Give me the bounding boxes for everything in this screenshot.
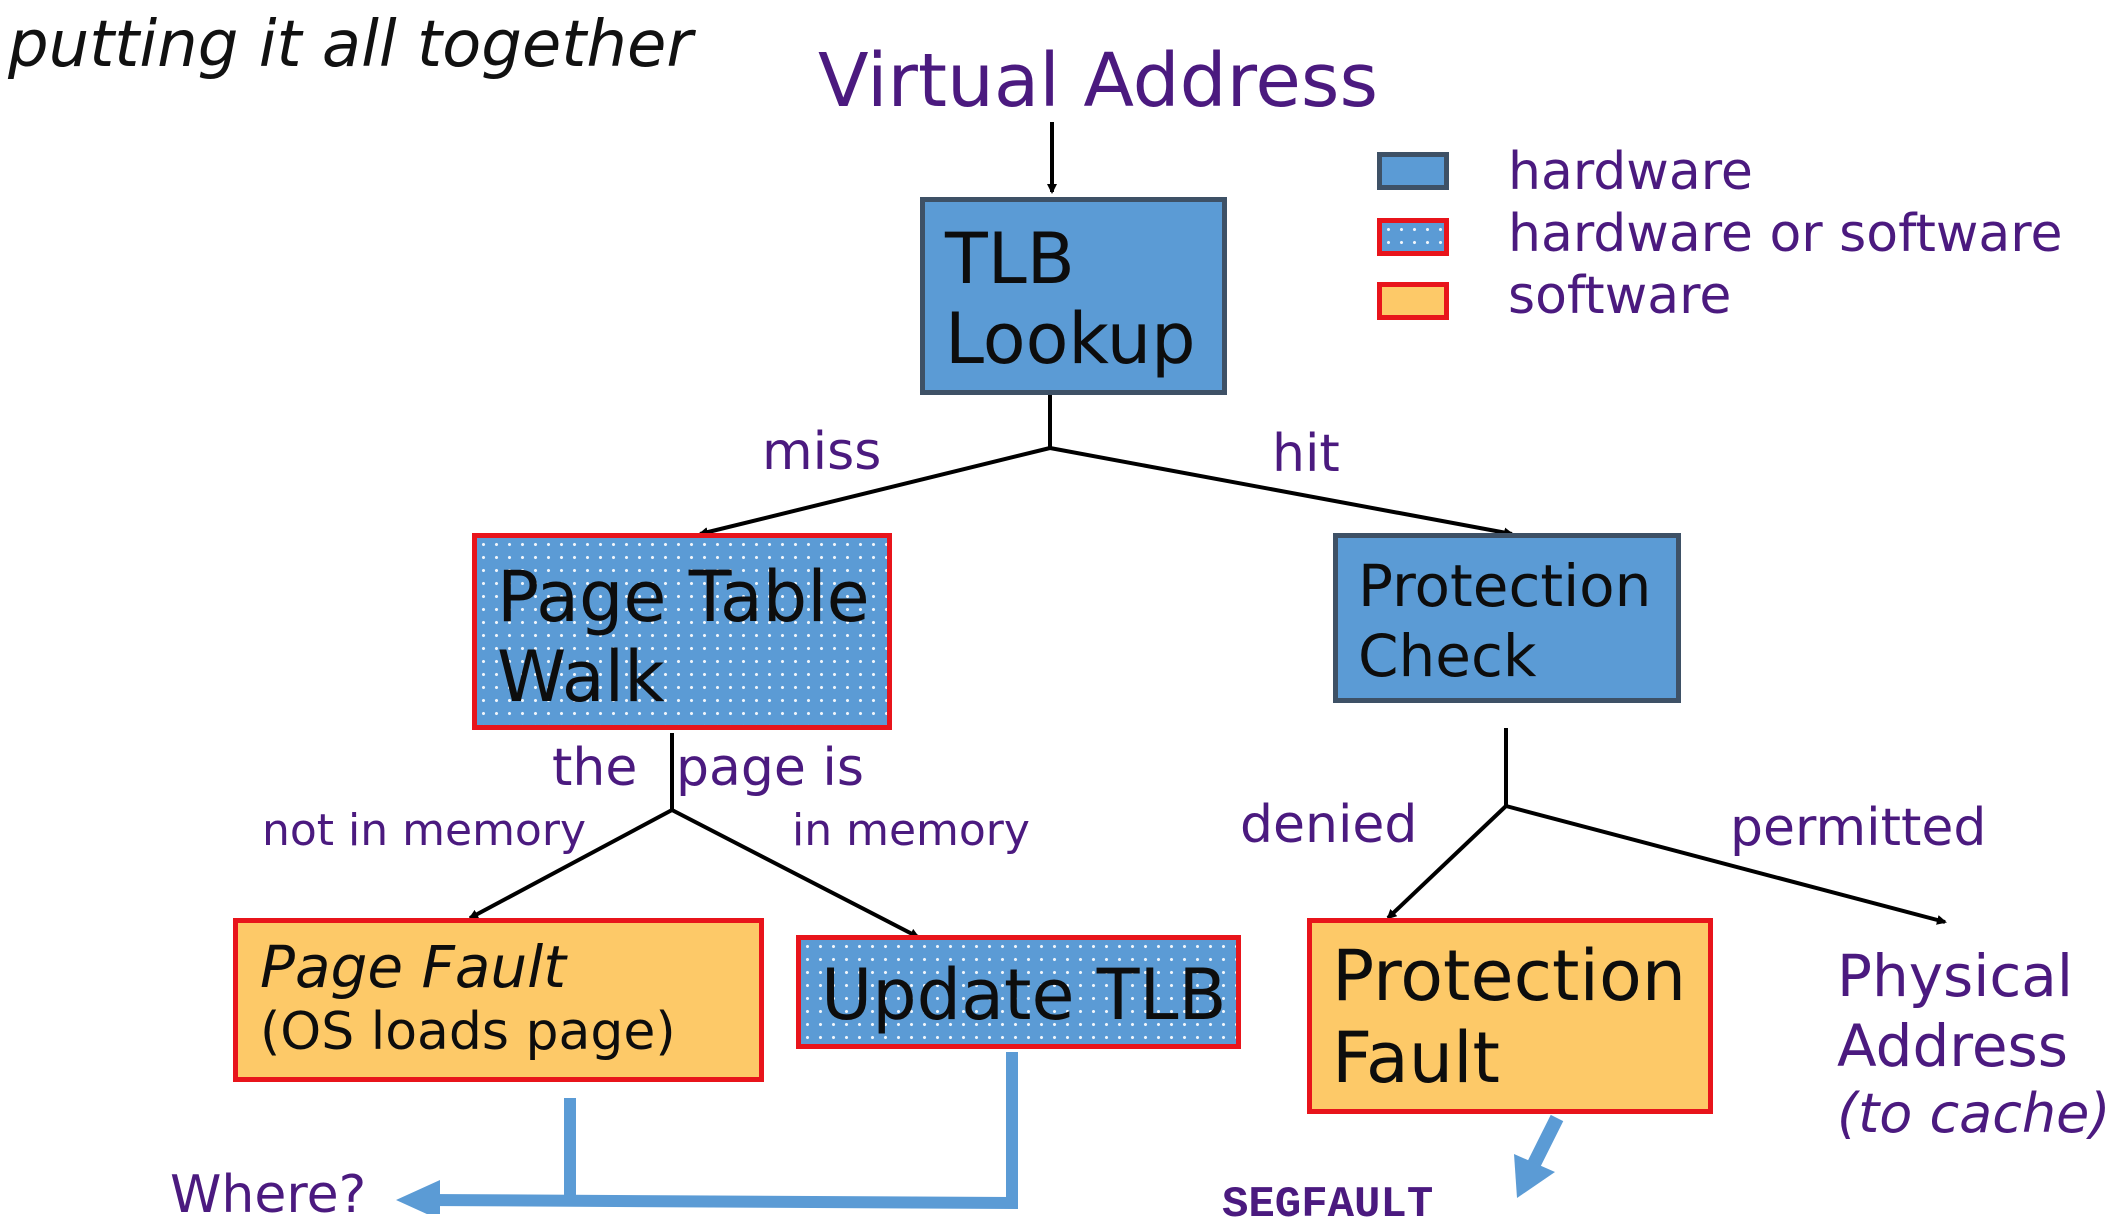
page-fault-line2: (OS loads page) — [260, 1002, 676, 1062]
legend-label-hardware: hardware — [1508, 142, 1753, 202]
arrow-miss — [698, 446, 1051, 537]
protection-fault-line1: Protection — [1332, 935, 1687, 1017]
flow-segfault — [1525, 1114, 1564, 1172]
legend-swatch-hardware — [1377, 152, 1449, 190]
edge-label-miss: miss — [762, 422, 882, 482]
flow-arrowhead-segfault — [1514, 1154, 1555, 1198]
physical-address-note: (to cache) — [1837, 1082, 2111, 1145]
edge-label-not-in-memory: not in memory — [262, 805, 586, 856]
edge-label-in-memory: in memory — [792, 805, 1030, 856]
protection-check-line1: Protection — [1358, 552, 1652, 620]
update-tlb-box: Update TLB — [796, 935, 1241, 1049]
edge-label-the: the — [552, 738, 638, 798]
page-fault-line1: Page Fault — [260, 933, 566, 1001]
page-table-walk-line1: Page Table — [497, 556, 870, 638]
edge-label-hit: hit — [1272, 424, 1340, 484]
page-heading: putting it all together — [8, 8, 693, 82]
tlb-lookup-box: TLB Lookup — [920, 197, 1227, 395]
flow-update-tlb — [424, 1052, 1018, 1210]
protection-check-box: Protection Check — [1333, 533, 1681, 703]
protection-check-line2: Check — [1358, 622, 1537, 690]
protection-fault-line2: Fault — [1332, 1017, 1500, 1099]
legend-swatch-software — [1377, 282, 1449, 320]
legend-label-software: software — [1508, 266, 1732, 326]
protection-fault-box: Protection Fault — [1307, 918, 1713, 1114]
tlb-lookup-line1: TLB — [945, 218, 1075, 300]
segfault-label: SEGFAULT — [1222, 1180, 1434, 1230]
page-table-walk-line2: Walk — [497, 636, 665, 718]
arrow-in-memory — [671, 808, 920, 939]
flow-arrowhead-where — [396, 1180, 440, 1214]
arrow-permitted — [1505, 804, 1947, 925]
physical-address-line1: Physical — [1837, 942, 2073, 1010]
page-table-walk-box: Page Table Walk — [472, 533, 892, 730]
arrow-not-in-memory — [468, 808, 673, 920]
legend-swatch-hardware-or-software — [1377, 218, 1449, 256]
tlb-lookup-line2: Lookup — [945, 298, 1196, 380]
edge-label-page-is: page is — [676, 738, 864, 798]
physical-address-line2: Address — [1837, 1012, 2068, 1080]
update-tlb-line1: Update TLB — [821, 954, 1227, 1036]
arrow-hit — [1049, 446, 1514, 538]
edge-label-permitted: permitted — [1730, 798, 1987, 858]
where-label: Where? — [170, 1165, 367, 1225]
virtual-address-label: Virtual Address — [818, 38, 1379, 124]
edge-label-denied: denied — [1240, 795, 1418, 855]
arrow-denied — [1386, 804, 1508, 920]
legend-label-hardware-or-software: hardware or software — [1508, 204, 2063, 264]
page-fault-box: Page Fault (OS loads page) — [233, 918, 764, 1082]
